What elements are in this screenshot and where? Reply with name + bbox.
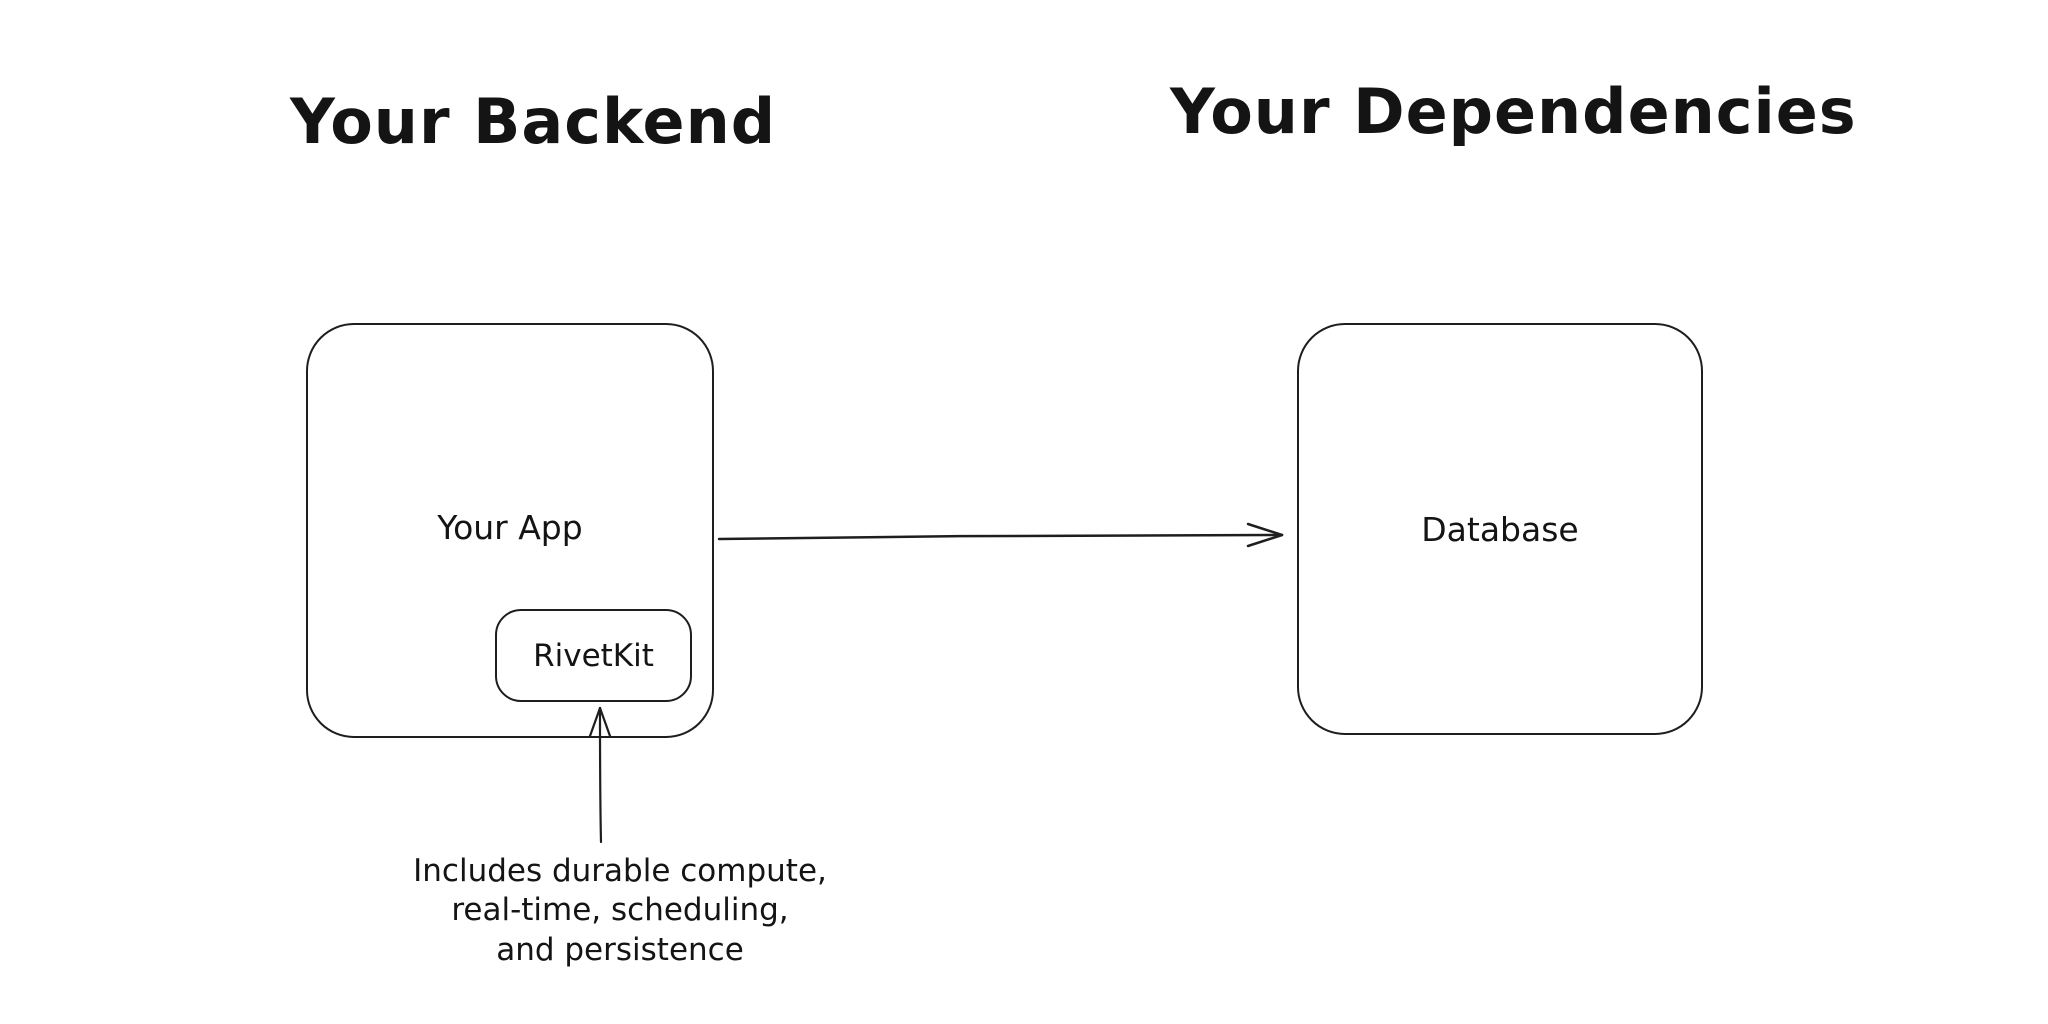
rivetkit-label: RivetKit [533,637,654,674]
rivetkit-caption: Includes durable compute, real-time, sch… [410,852,830,970]
arrow-app-to-database-icon [717,522,1284,548]
your-app-label: Your App [437,508,583,547]
caption-line-3: and persistence [496,931,744,968]
database-box [1297,323,1703,735]
database-label: Database [1421,510,1579,549]
arrow-caption-to-rivetkit-icon [588,706,612,844]
caption-line-1: Includes durable compute, [413,853,827,889]
caption-line-2: real-time, scheduling, [451,892,789,929]
left-section-title: Your Backend [290,85,777,158]
your-app-box [306,323,714,738]
rivetkit-box: RivetKit [495,609,692,702]
right-section-title: Your Dependencies [1170,75,1857,148]
